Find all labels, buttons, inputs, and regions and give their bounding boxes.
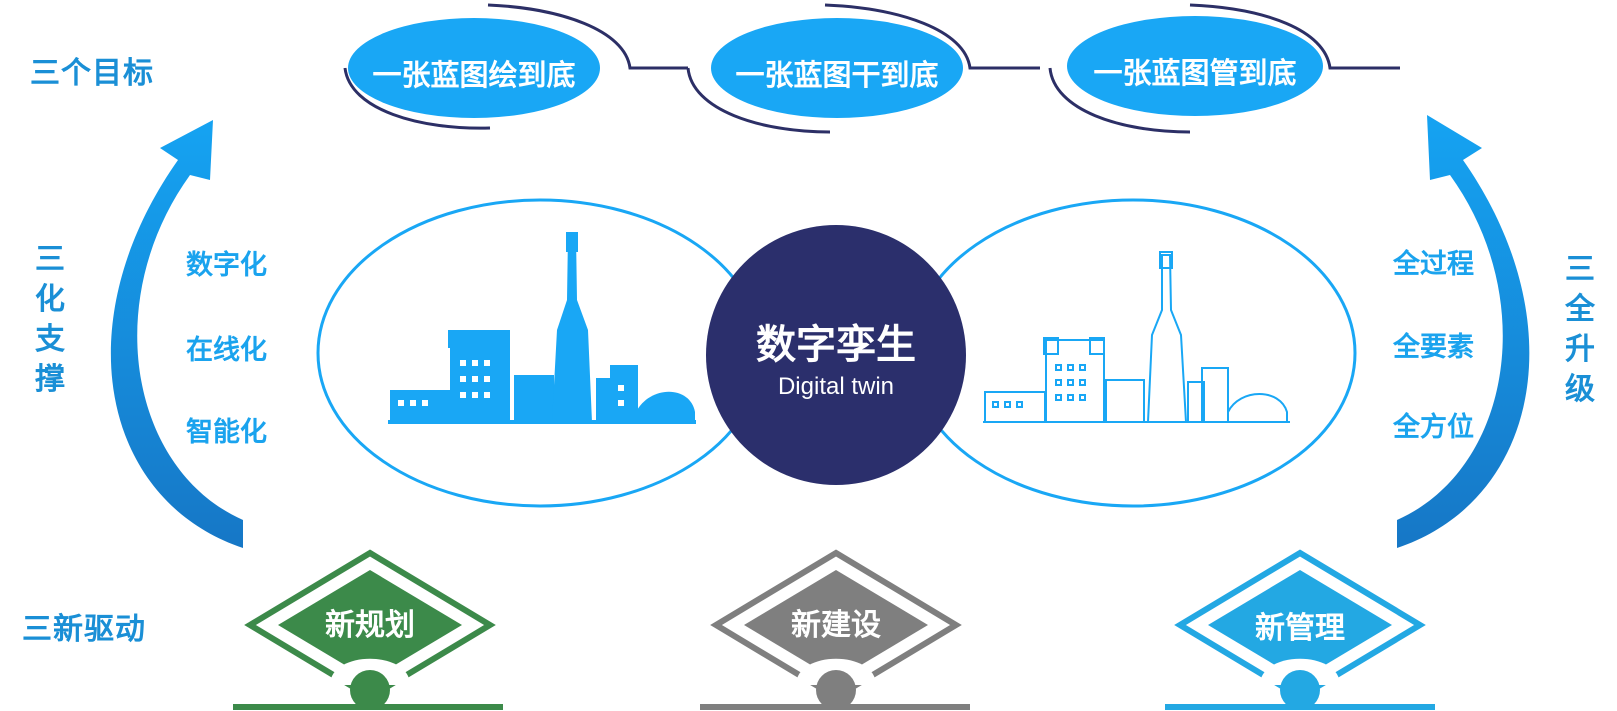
- center-circle: [706, 225, 966, 485]
- left-ellipse: [316, 198, 764, 508]
- driver-3: [1165, 549, 1435, 710]
- center-title: 数字孪生: [756, 322, 916, 368]
- center-subtitle: Digital twin: [777, 373, 895, 400]
- right-curved-arrow: [1397, 115, 1530, 548]
- left-curved-arrow: [110, 120, 243, 548]
- left-support-item-2: 在线化: [186, 335, 267, 366]
- driver-2-label: 新建设: [791, 608, 881, 643]
- goal-2-label: 一张蓝图干到底: [735, 58, 939, 92]
- right-upgrade-item-1: 全过程: [1393, 249, 1474, 280]
- driver-1-label: 新规划: [325, 608, 415, 643]
- right-upgrade-title: 三全升级: [1565, 252, 1595, 407]
- goal-2: [686, 3, 1040, 134]
- left-support-item-1: 数字化: [186, 250, 267, 281]
- goals-title: 三个目标: [30, 56, 154, 91]
- driver-3-label: 新管理: [1255, 611, 1345, 646]
- right-upgrade-item-3: 全方位: [1393, 412, 1474, 443]
- goal-1-label: 一张蓝图绘到底: [372, 58, 576, 92]
- right-ellipse: [909, 198, 1357, 508]
- goal-3: [1048, 3, 1400, 134]
- driver-2: [700, 549, 970, 710]
- left-support-title: 三化支撑: [35, 242, 65, 397]
- driver-1: [233, 549, 503, 710]
- city-skyline-filled-icon: [388, 232, 696, 424]
- goal-3-label: 一张蓝图管到底: [1093, 56, 1297, 90]
- city-skyline-outline-icon: [983, 251, 1290, 423]
- goal-1: [343, 3, 688, 130]
- left-support-item-3: 智能化: [186, 417, 267, 448]
- drivers-title: 三新驱动: [22, 612, 146, 647]
- right-upgrade-item-2: 全要素: [1393, 332, 1474, 363]
